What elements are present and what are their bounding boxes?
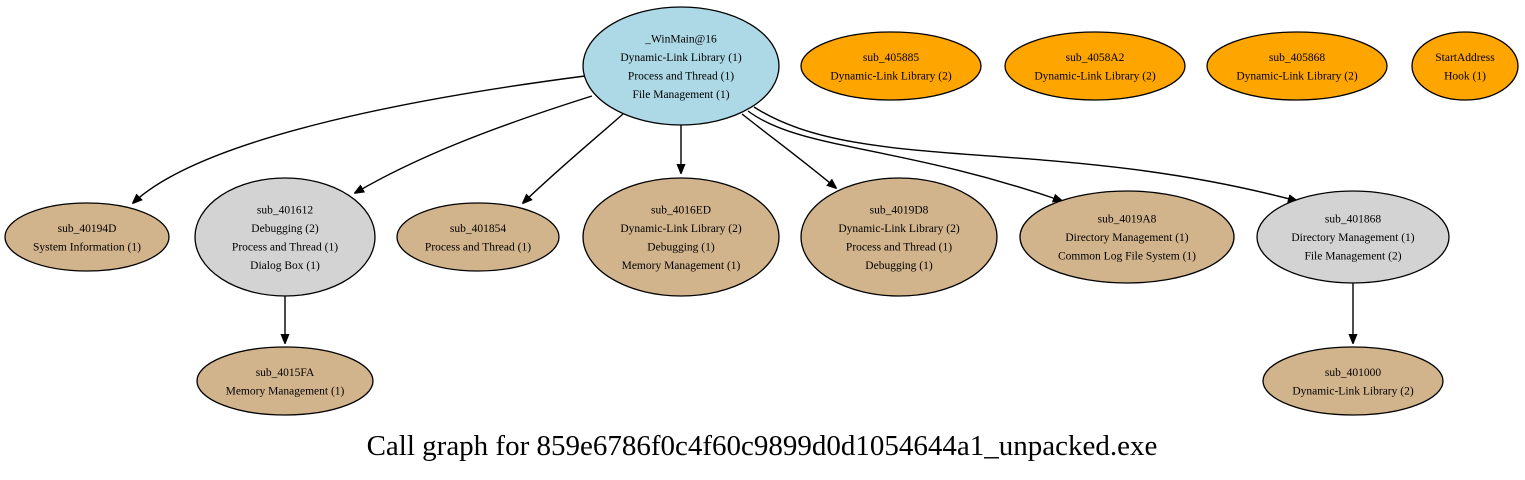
node-api-category: File Management (1)	[632, 89, 729, 101]
sub-40194d-node[interactable]: sub_40194D System Information (1)	[4, 202, 170, 272]
node-ellipse	[1019, 190, 1235, 284]
edge-winmain-to-sub_4019d8	[741, 113, 836, 188]
edge-winmain-to-sub_401868	[753, 106, 1297, 201]
node-api-category: Debugging (1)	[647, 241, 715, 253]
node-function-name: sub_401612	[257, 204, 313, 216]
node-api-category: Hook (1)	[1444, 70, 1486, 82]
node-ellipse	[800, 177, 998, 297]
node-api-category: Debugging (2)	[251, 223, 319, 235]
node-function-name: sub_4019D8	[870, 204, 929, 216]
node-api-category: Debugging (1)	[865, 260, 933, 272]
node-api-category: Dynamic-Link Library (2)	[1292, 385, 1414, 397]
node-ellipse	[196, 346, 374, 416]
node-api-category: Memory Management (1)	[226, 385, 345, 397]
node-api-category: Dynamic-Link Library (2)	[1236, 70, 1358, 82]
node-function-name: sub_40194D	[58, 223, 117, 235]
node-api-category: Directory Management (1)	[1065, 232, 1188, 244]
node-function-name: _WinMain@16	[644, 33, 717, 45]
node-api-category: Dynamic-Link Library (2)	[830, 70, 952, 82]
node-api-category: Process and Thread (1)	[628, 70, 734, 82]
node-api-category: Process and Thread (1)	[425, 241, 531, 253]
sub-4015fa-node[interactable]: sub_4015FA Memory Management (1)	[196, 346, 374, 416]
node-ellipse	[4, 202, 170, 272]
node-api-category: Dialog Box (1)	[250, 260, 320, 272]
node-api-category: Common Log File System (1)	[1058, 251, 1196, 263]
node-ellipse	[194, 177, 376, 297]
node-function-name: sub_401868	[1325, 214, 1381, 226]
node-api-category: Dynamic-Link Library (2)	[620, 223, 742, 235]
node-function-name: sub_405868	[1269, 52, 1325, 64]
node-ellipse	[582, 177, 780, 297]
sub-4016ed-node[interactable]: sub_4016ED Dynamic-Link Library (2) Debugg…	[582, 177, 780, 297]
node-api-category: System Information (1)	[33, 241, 141, 253]
node-api-category: Memory Management (1)	[622, 260, 741, 272]
node-api-category: Process and Thread (1)	[232, 241, 338, 253]
node-function-name: sub_4019A8	[1098, 214, 1157, 226]
node-function-name: sub_405885	[863, 52, 919, 64]
node-function-name: sub_401000	[1325, 367, 1381, 379]
node-ellipse	[396, 202, 560, 272]
node-function-name: sub_4015FA	[256, 367, 315, 379]
node-ellipse	[1411, 31, 1519, 101]
node-api-category: File Management (2)	[1304, 251, 1401, 263]
edge-winmain-to-sub_401854	[523, 113, 624, 203]
graph-title: Call graph for 859e6786f0c4f60c9899d0d10…	[367, 430, 1158, 462]
node-ellipse	[800, 31, 982, 101]
node-api-category: Directory Management (1)	[1291, 232, 1414, 244]
edge-winmain-to-sub_401612	[355, 95, 593, 193]
node-ellipse	[1206, 31, 1388, 101]
node-function-name: StartAddress	[1435, 52, 1495, 64]
node-function-name: sub_401854	[450, 223, 506, 235]
node-ellipse	[1256, 190, 1450, 284]
edges	[133, 75, 1353, 343]
node-api-category: Dynamic-Link Library (1)	[620, 52, 742, 64]
node-api-category: Process and Thread (1)	[846, 241, 952, 253]
edge-winmain-to-sub_40194d	[133, 75, 586, 203]
node-function-name: sub_4016ED	[651, 204, 711, 216]
node-function-name: sub_4058A2	[1066, 52, 1125, 64]
node-ellipse	[1262, 346, 1444, 416]
node-api-category: Dynamic-Link Library (2)	[1034, 70, 1156, 82]
node-ellipse	[1004, 31, 1186, 101]
edge-winmain-to-sub_4019a8	[747, 110, 1062, 201]
node-ellipse	[582, 6, 780, 126]
node-api-category: Dynamic-Link Library (2)	[838, 223, 960, 235]
